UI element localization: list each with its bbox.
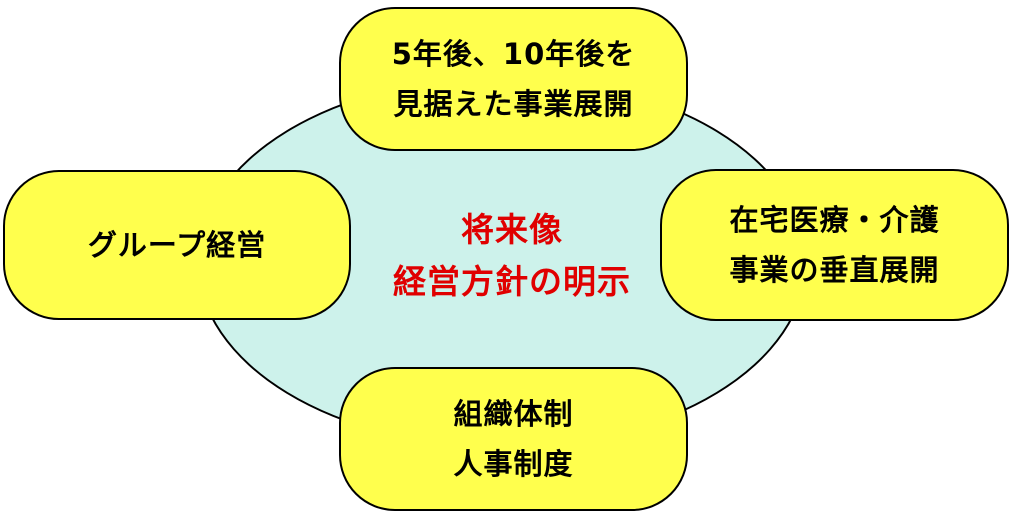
node-bottom-line-2: 人事制度	[453, 447, 574, 481]
node-bottom-organization: 組織体制 人事制度	[339, 367, 688, 511]
node-right-line-2: 事業の垂直展開	[729, 253, 940, 287]
node-top-line-1: 5年後、10年後を	[391, 37, 636, 71]
node-right-line-1: 在宅医療・介護	[729, 203, 940, 237]
node-left-group-management: グループ経営	[3, 170, 351, 320]
center-label: 将来像 経営方針の明示	[362, 204, 662, 308]
node-left-line-1: グループ経営	[87, 228, 267, 262]
node-top-future-business: 5年後、10年後を 見据えた事業展開	[339, 7, 688, 151]
node-top-line-2: 見据えた事業展開	[393, 87, 634, 121]
center-label-line-2: 経営方針の明示	[393, 262, 631, 301]
node-right-home-care: 在宅医療・介護 事業の垂直展開	[660, 169, 1009, 321]
center-label-line-1: 将来像	[461, 210, 563, 249]
node-bottom-line-1: 組織体制	[453, 397, 574, 431]
